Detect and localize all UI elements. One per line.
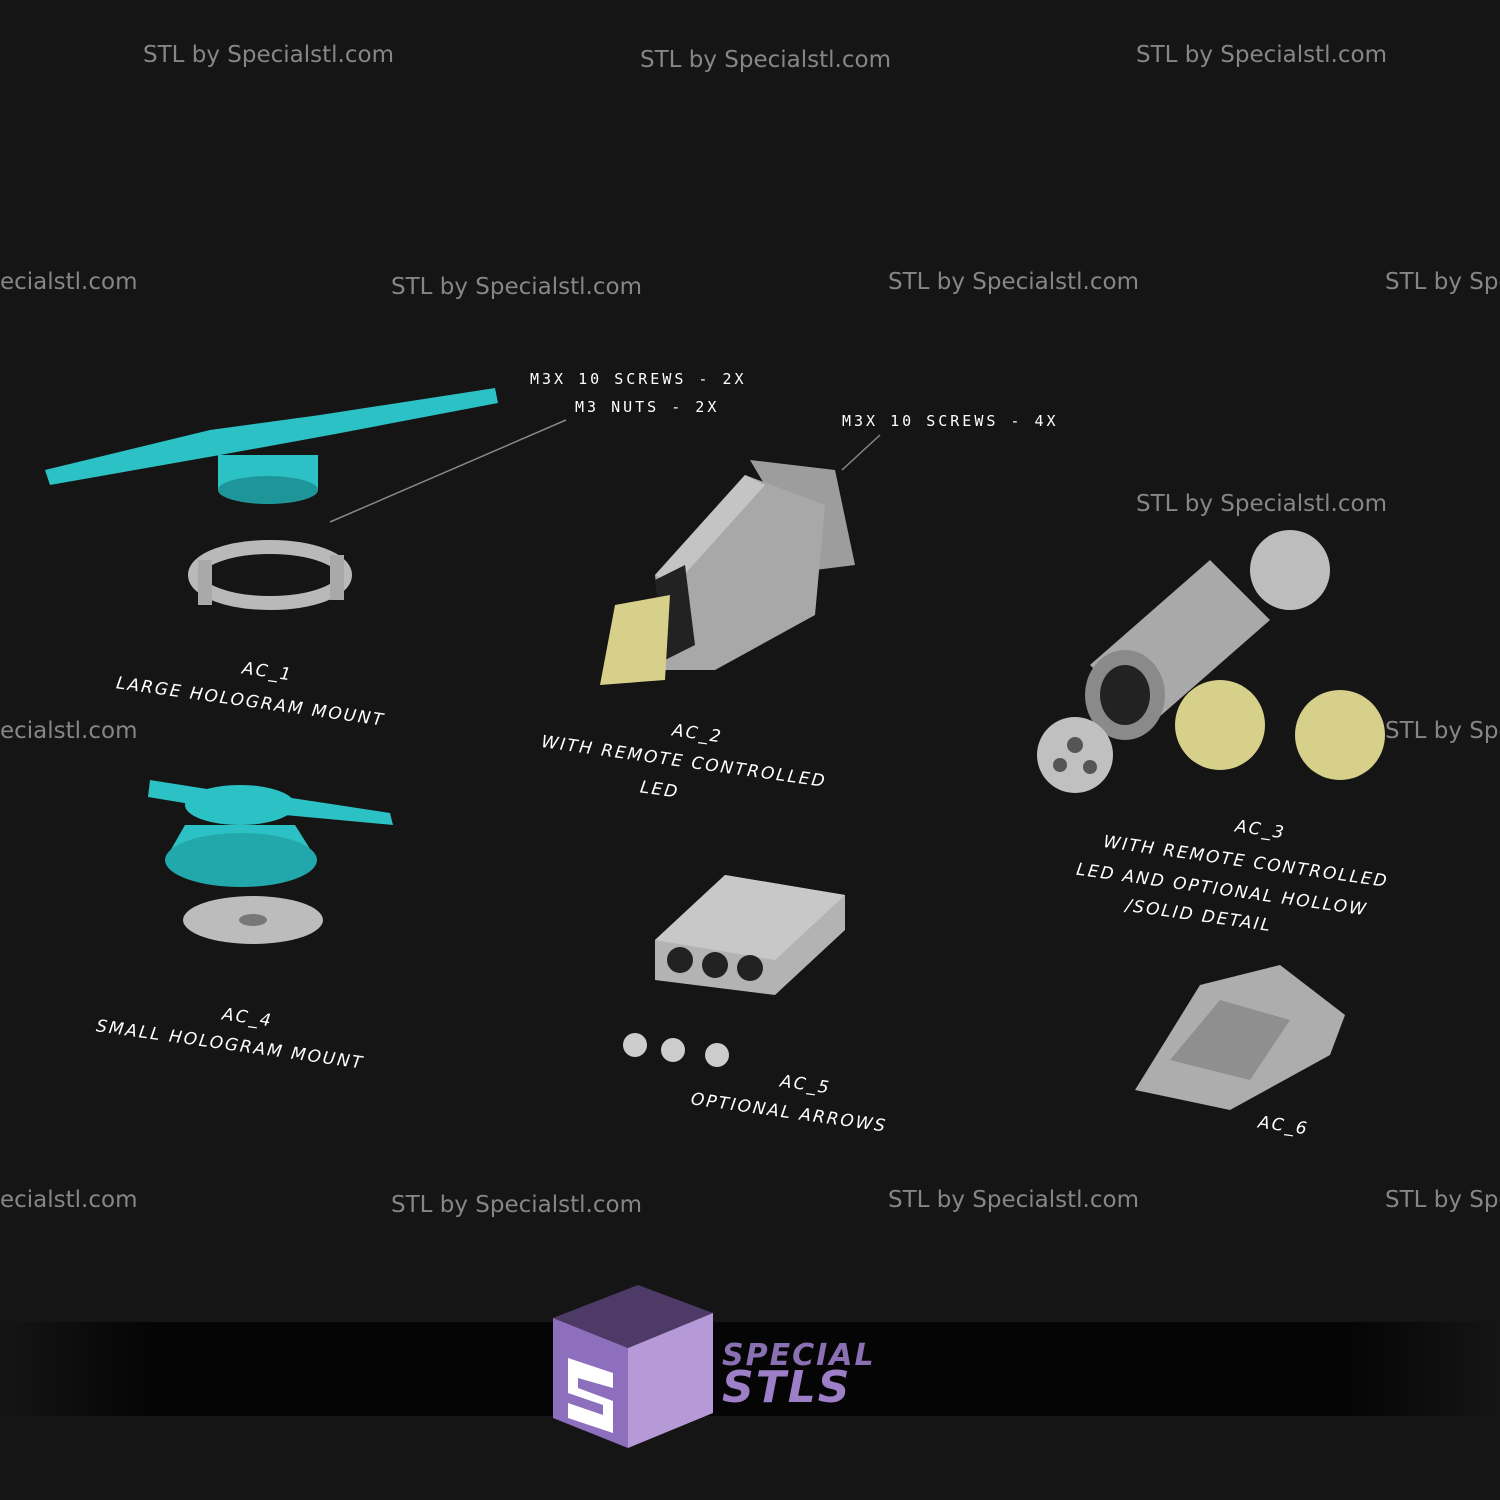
hardware-label: M3 nuts - 2x xyxy=(575,398,720,416)
watermark: STL by Specialstl.com xyxy=(888,1187,1139,1213)
logo-band xyxy=(0,1322,1500,1416)
large-hologram-mount-model xyxy=(45,388,498,610)
part-id-ac5: AC_5 xyxy=(778,1071,832,1099)
arrows-holder-model xyxy=(623,875,845,1067)
small-hologram-mount-model xyxy=(148,780,393,944)
leader-lines xyxy=(329,419,881,523)
watermark: STL by Specialstl.com xyxy=(1136,491,1387,517)
watermark: STL by Specialstl.com xyxy=(391,274,642,300)
hardware-label: M3x 10 screws - 2x xyxy=(530,370,747,388)
watermark: STL by Specialstl.com xyxy=(1136,42,1387,68)
watermark: STL by Spec xyxy=(1385,1187,1500,1213)
watermark: STL by Specialstl.com xyxy=(888,269,1139,295)
watermark: STL by Specialstl.com xyxy=(143,42,394,68)
watermark: STL by Specialstl.com xyxy=(640,47,891,73)
hardware-label: M3x 10 screws - 4x xyxy=(842,412,1059,430)
part-id-ac4: AC_4 xyxy=(220,1004,274,1032)
special-stls-logo-cube xyxy=(553,1285,713,1448)
part-desc-ac5: Optional arrows xyxy=(689,1089,889,1137)
logo-text-stls: STLS xyxy=(722,1362,852,1413)
watermark: STL by Specialstl.com xyxy=(391,1192,642,1218)
detail-block-model xyxy=(1135,965,1345,1110)
watermark: ecialstl.com xyxy=(0,1187,138,1213)
watermark: ecialstl.com xyxy=(0,269,138,295)
part-id-ac3: AC_3 xyxy=(1233,816,1287,844)
part-id-ac6: AC_6 xyxy=(1256,1112,1310,1140)
led-housing-model xyxy=(600,460,855,685)
watermark: STL by Spec xyxy=(1385,718,1500,744)
watermark: STL by Spec xyxy=(1385,269,1500,295)
watermark: ecialstl.com xyxy=(0,718,138,744)
logo-text-special: SPECIAL xyxy=(722,1338,876,1373)
cylinder-led-housing-model xyxy=(1037,530,1385,793)
